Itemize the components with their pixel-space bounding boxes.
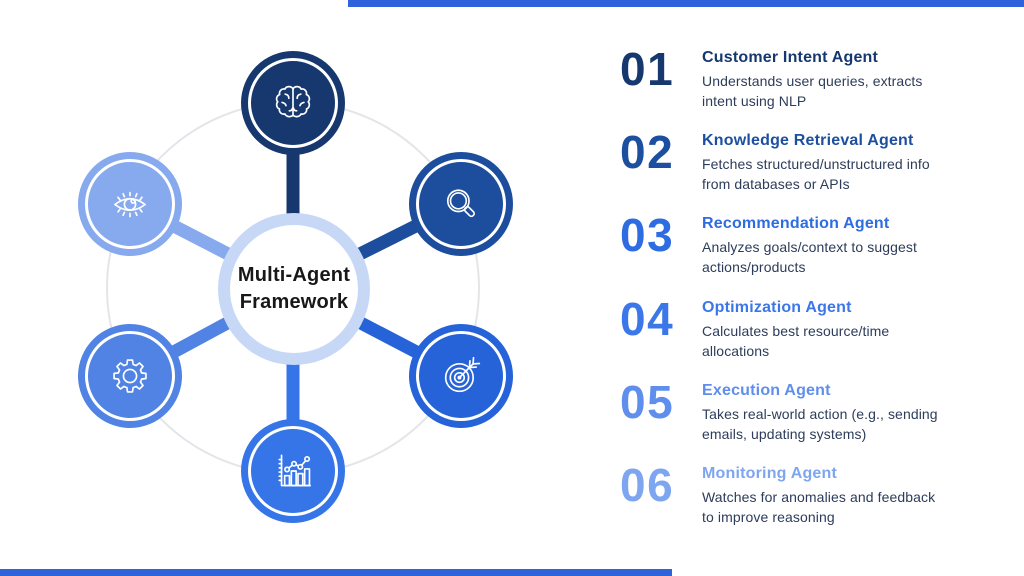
item-description: Calculates best resource/time allocation… [702, 323, 890, 359]
item-description: Analyzes goals/context to suggest action… [702, 239, 917, 275]
list-item-04: 04 Optimization Agent Calculates best re… [620, 296, 1016, 362]
node-customer-intent [241, 51, 345, 155]
gear-icon [113, 359, 147, 393]
magnifier-icon [446, 189, 475, 218]
hub-title-line2: Framework [239, 291, 349, 313]
node-execution [78, 324, 182, 428]
list-item-01: 01 Customer Intent Agent Understands use… [620, 46, 1016, 112]
item-number: 06 [620, 459, 675, 511]
item-title: Customer Intent Agent [702, 49, 879, 66]
item-number: 02 [620, 126, 675, 178]
list-item-02: 02 Knowledge Retrieval Agent Fetches str… [620, 129, 1016, 195]
eye-icon [114, 191, 146, 218]
item-description: Takes real-world action (e.g., sending e… [702, 406, 938, 442]
item-title: Optimization Agent [702, 299, 852, 316]
item-title: Execution Agent [702, 382, 831, 399]
top-accent-bar [348, 0, 1024, 7]
bar-chart-icon [278, 454, 312, 487]
node-monitoring [78, 152, 182, 256]
target-icon [444, 356, 481, 393]
item-number: 03 [620, 209, 675, 261]
list-item-05: 05 Execution Agent Takes real-world acti… [620, 379, 1016, 445]
item-number: 05 [620, 376, 675, 428]
item-number: 01 [620, 43, 675, 95]
node-optimization [241, 419, 345, 523]
bottom-accent-bar [0, 569, 672, 576]
brain-icon [275, 85, 311, 118]
item-description: Watches for anomalies and feedback to im… [702, 489, 936, 525]
item-number: 04 [620, 293, 675, 345]
node-knowledge-retrieval [409, 152, 513, 256]
list-item-03: 03 Recommendation Agent Analyzes goals/c… [620, 212, 1016, 278]
item-description: Understands user queries, extracts inten… [702, 73, 923, 109]
item-title: Recommendation Agent [702, 215, 890, 232]
item-title: Monitoring Agent [702, 465, 838, 482]
item-description: Fetches structured/unstructured info fro… [702, 156, 930, 192]
framework-hub: Multi-Agent Framework [230, 225, 358, 353]
node-recommendation [409, 324, 513, 428]
item-title: Knowledge Retrieval Agent [702, 132, 914, 149]
hub-title-line1: Multi-Agent [237, 264, 351, 286]
list-item-06: 06 Monitoring Agent Watches for anomalie… [620, 462, 1016, 528]
